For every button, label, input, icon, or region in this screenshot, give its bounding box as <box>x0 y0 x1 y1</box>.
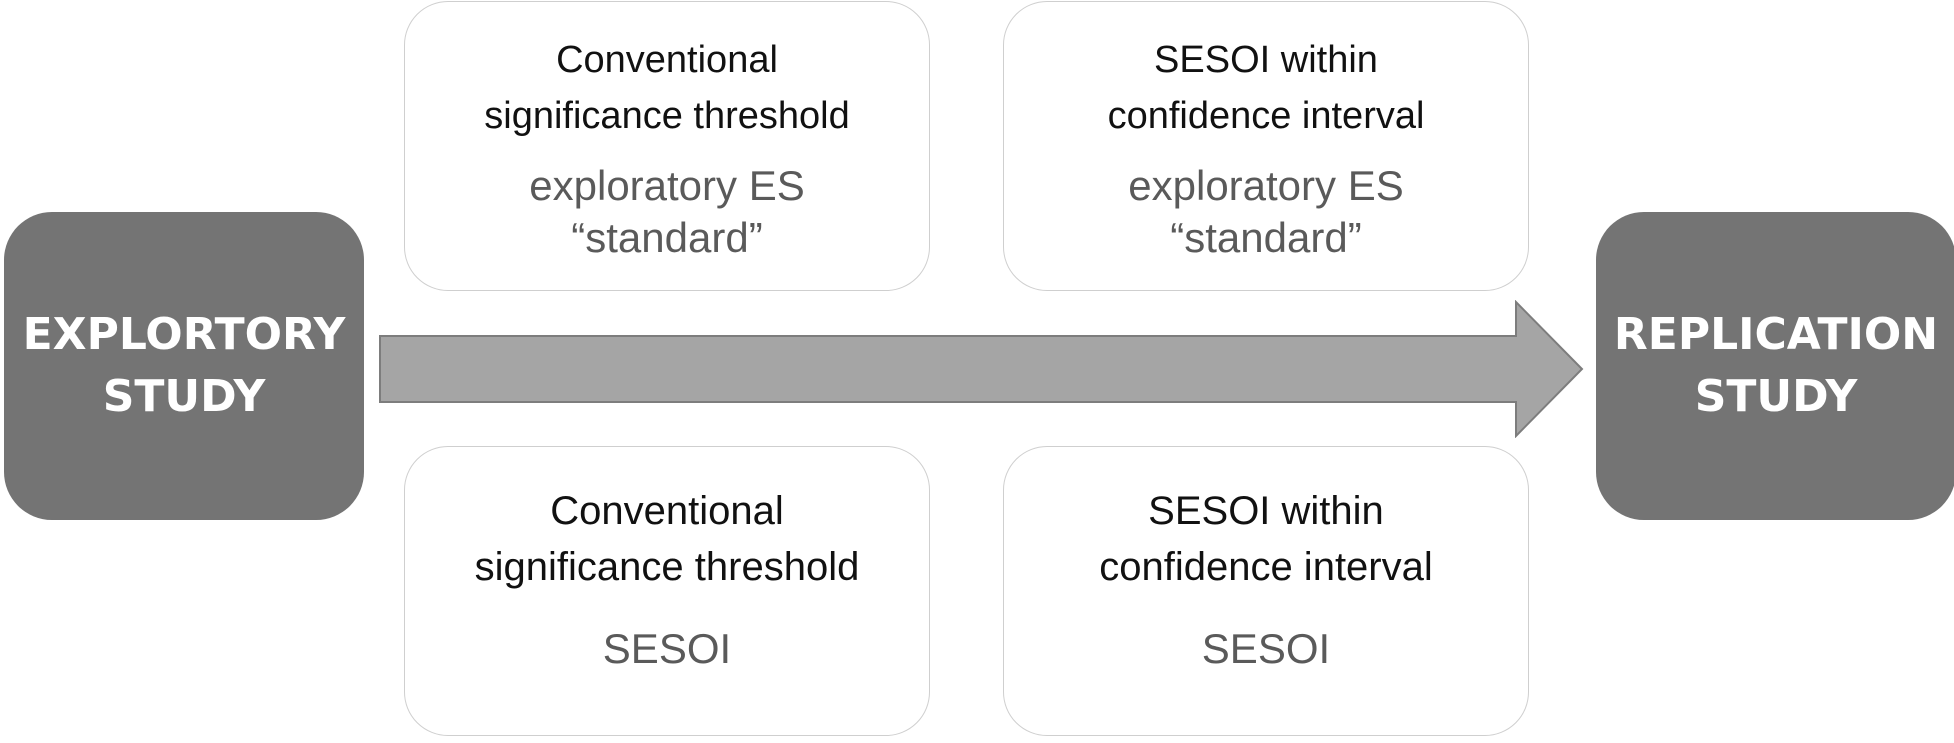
replication-study-label-line2: STUDY <box>1694 371 1858 422</box>
card-bottom-right-heading: SESOI within confidence interval <box>1099 483 1433 595</box>
exploratory-study-label-line2: STUDY <box>102 371 266 422</box>
card-sub-line: “standard” <box>571 214 763 261</box>
exploratory-study-label-line1: EXPLORTORY <box>22 309 346 360</box>
replication-study-box: REPLICATION STUDY <box>1596 212 1954 520</box>
card-sub-line: exploratory ES <box>529 162 805 209</box>
card-heading-line: significance threshold <box>474 545 860 589</box>
card-top-right-subtext: exploratory ES “standard” <box>1128 160 1403 264</box>
card-sub-line: SESOI <box>1201 625 1331 672</box>
card-heading-line: confidence interval <box>1099 545 1433 589</box>
card-bottom-right-subtext: SESOI <box>1202 623 1330 675</box>
exploratory-study-box: EXPLORTORY STUDY <box>4 212 364 520</box>
card-heading-line: Conventional <box>550 489 784 533</box>
card-heading-line: confidence interval <box>1107 95 1425 137</box>
card-top-left-subtext: exploratory ES “standard” <box>529 160 804 264</box>
card-top-left-heading: Conventional significance threshold <box>484 32 849 144</box>
card-bottom-left-heading: Conventional significance threshold <box>475 483 860 595</box>
flow-arrow <box>379 300 1584 438</box>
flow-arrow-shape <box>379 300 1584 438</box>
card-top-right-heading: SESOI within confidence interval <box>1108 32 1425 144</box>
card-sub-line: exploratory ES <box>1128 162 1404 209</box>
card-bottom-left-subtext: SESOI <box>603 623 731 675</box>
card-top-right: SESOI within confidence interval explora… <box>1003 1 1529 291</box>
card-heading-line: significance threshold <box>484 95 850 137</box>
card-sub-line: “standard” <box>1170 214 1362 261</box>
card-top-left: Conventional significance threshold expl… <box>404 1 930 291</box>
card-heading-line: SESOI within <box>1148 489 1384 533</box>
card-bottom-right: SESOI within confidence interval SESOI <box>1003 446 1529 736</box>
card-sub-line: SESOI <box>602 625 732 672</box>
replication-study-label-line1: REPLICATION <box>1613 309 1939 360</box>
card-heading-line: Conventional <box>556 39 778 81</box>
card-bottom-left: Conventional significance threshold SESO… <box>404 446 930 736</box>
card-heading-line: SESOI within <box>1154 39 1378 81</box>
